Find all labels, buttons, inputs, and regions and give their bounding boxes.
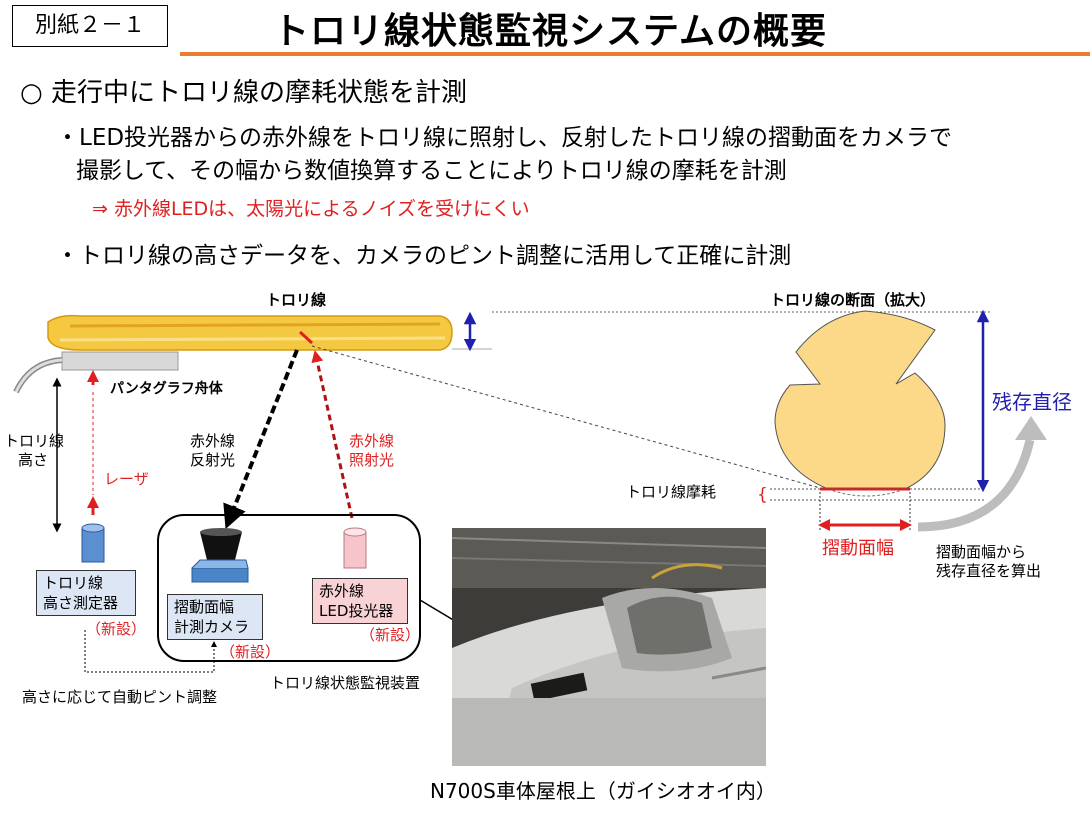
trolley-wire-label: トロリ線 [266,291,327,309]
led-projector-box: 赤外線 LED投光器 [312,578,408,624]
device-enclosure [157,514,421,662]
height-meter-box: トロリ線 高さ測定器 [36,570,136,616]
autofocus-label: 高さに応じて自動ピント調整 [22,688,218,706]
reflected-light-label: 赤外線 反射光 [190,432,236,469]
residual-diameter-label: 残存直径 [992,390,1072,414]
wire-cross-section [774,310,946,490]
pantograph-label: パンタグラフ舟体 [110,381,223,397]
camera-box: 摺動面幅 計測カメラ [167,594,263,640]
title-underline [180,52,1090,56]
camera-illustration [191,528,249,583]
calculation-label: 摺動面幅から 残存直径を算出 [936,543,1042,580]
pantograph-illustration [13,351,179,394]
trolley-wire-illustration [47,314,492,351]
monitoring-device-label: トロリ線状態監視装置 [270,674,421,692]
new-badge-camera: （新設） [220,643,281,661]
bullet-led-line2: 撮影して、その幅から数値換算することによりトロリ線の摩耗を計測 [76,158,787,184]
svg-text:{: { [757,485,768,505]
height-sensor-illustration [81,523,105,563]
page-title: トロリ線状態監視システムの概要 [273,11,827,52]
wire-wear-label: トロリ線摩耗 [626,483,717,501]
irradiated-light-label: 赤外線 照射光 [349,432,395,469]
sliding-width-label: 摺動面幅 [822,538,894,559]
roof-photo [452,528,766,766]
cross-section-title: トロリ線の断面（拡大） [770,291,936,309]
wire-height-label: トロリ線 高さ [4,432,65,469]
bullet-height: ・トロリ線の高さデータを、カメラのピント調整に活用して正確に計測 [56,243,792,269]
appendix-tag: 別紙２－１ [12,5,168,47]
main-bullet: ○ 走行中にトロリ線の摩耗状態を計測 [20,78,467,108]
bullet-led-line1: ・LED投光器からの赤外線をトロリ線に照射し、反射したトロリ線の摺動面をカメラで [56,125,953,151]
infrared-note: ⇒ 赤外線LEDは、太陽光によるノイズを受けにくい [92,198,530,220]
led-projector-illustration [343,527,367,569]
photo-caption: N700S車体屋根上（ガイシオオイ内） [430,779,776,803]
new-badge-height-meter: （新設） [86,620,147,638]
new-badge-led: （新設） [360,626,421,644]
laser-label: レーザ [104,470,149,488]
